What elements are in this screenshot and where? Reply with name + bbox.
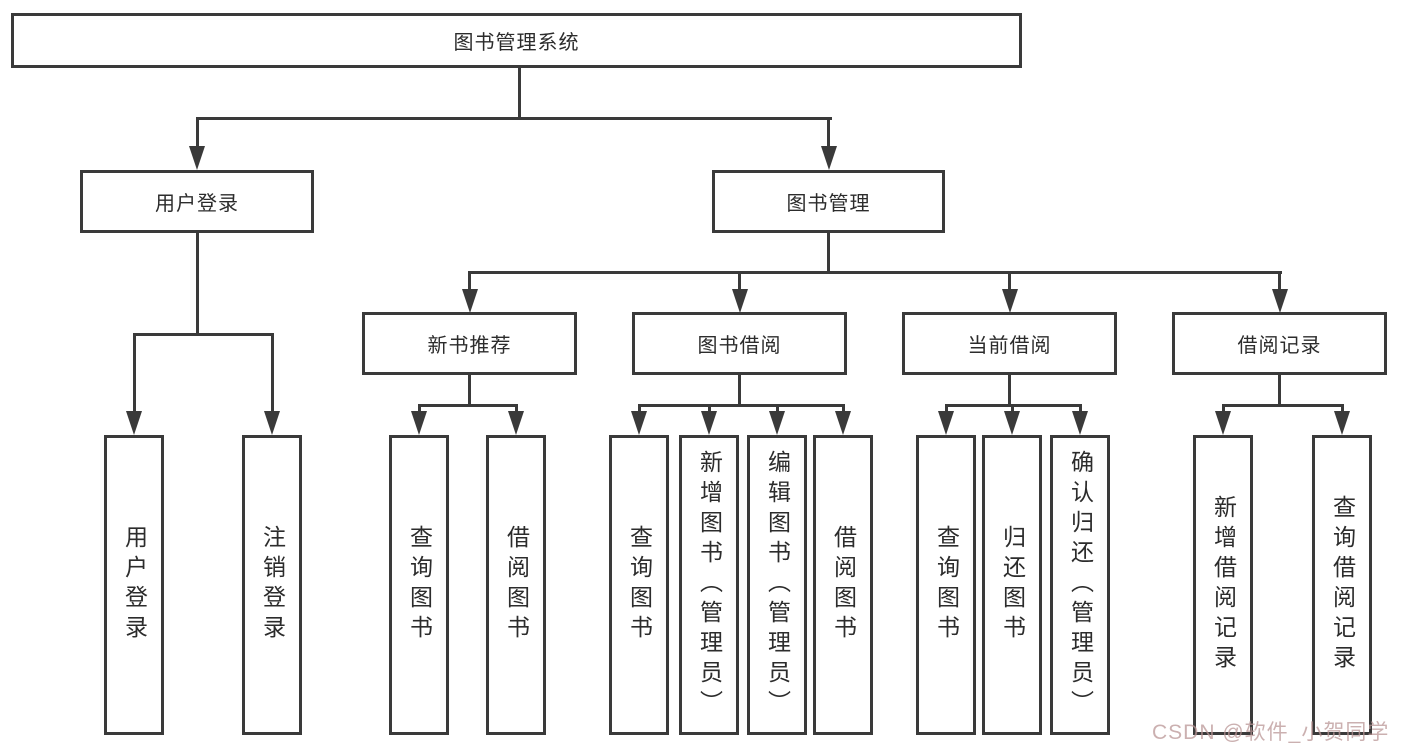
arrowhead-recommend — [462, 289, 478, 313]
leaf-recd-query-record: 查询借阅记录 — [1312, 435, 1372, 735]
connector-drop-leaf-logout — [271, 333, 274, 413]
leaf-bor-query-books: 查询图书 — [609, 435, 669, 735]
arrowhead-leaf-logout — [264, 411, 280, 435]
node-records-label: 借阅记录 — [1237, 335, 1322, 357]
connector-drop-current — [1008, 271, 1011, 293]
connector-drop-book-mgmt — [827, 117, 830, 150]
arrowhead-cur-confirm — [1072, 411, 1088, 435]
node-root-label: 图书管理系统 — [453, 32, 580, 54]
connector-drop-user-login — [196, 117, 199, 150]
connector-records-stem — [1278, 374, 1281, 406]
node-borrow: 图书借阅 — [632, 312, 847, 375]
connector-drop-bor-add — [708, 404, 711, 414]
arrowhead-rec-query — [411, 411, 427, 435]
connector-drop-recd-query — [1341, 404, 1344, 414]
node-user-login: 用户登录 — [80, 170, 314, 233]
arrowhead-rec-borrow — [508, 411, 524, 435]
connector-drop-rec-query — [418, 404, 421, 414]
arrowhead-cur-return — [1004, 411, 1020, 435]
connector-records-bus — [1222, 404, 1344, 407]
connector-root-bus — [196, 117, 832, 120]
connector-recommend-stem — [468, 374, 471, 406]
connector-drop-bor-borrow — [842, 404, 845, 414]
node-user-login-label: 用户登录 — [155, 193, 239, 215]
node-book-mgmt: 图书管理 — [712, 170, 945, 233]
connector-drop-cur-confirm — [1079, 404, 1082, 414]
node-borrow-label: 图书借阅 — [697, 335, 782, 357]
leaf-cur-confirm-return: 确认归还（管理员） — [1050, 435, 1110, 735]
leaf-bor-edit-books: 编辑图书（管理员） — [747, 435, 807, 735]
leaf-cur-return-books: 归还图书 — [982, 435, 1042, 735]
node-records: 借阅记录 — [1172, 312, 1387, 375]
arrowhead-bor-add — [701, 411, 717, 435]
connector-user-bus — [133, 333, 274, 336]
node-current: 当前借阅 — [902, 312, 1117, 375]
connector-borrow-stem — [738, 374, 741, 406]
connector-drop-leaf-login — [133, 333, 136, 413]
leaf-rec-query-books: 查询图书 — [389, 435, 449, 735]
arrowhead-cur-query — [938, 411, 954, 435]
leaf-recd-add-record: 新增借阅记录 — [1193, 435, 1253, 735]
node-recommend-label: 新书推荐 — [427, 335, 512, 357]
connector-drop-bor-edit — [776, 404, 779, 414]
arrowhead-leaf-login — [126, 411, 142, 435]
arrowhead-borrow — [732, 289, 748, 313]
connector-drop-records — [1278, 271, 1281, 293]
arrowhead-bor-edit — [769, 411, 785, 435]
leaf-bor-borrow-books: 借阅图书 — [813, 435, 873, 735]
leaf-user-logout: 注销登录 — [242, 435, 302, 735]
connector-drop-bor-query — [638, 404, 641, 414]
arrowhead-recd-query — [1334, 411, 1350, 435]
connector-mgmt-stem — [827, 232, 830, 273]
arrowhead-user-login — [189, 146, 205, 170]
csdn-watermark: CSDN @软件_小贺同学 — [1152, 721, 1390, 744]
leaf-user-login: 用户登录 — [104, 435, 164, 735]
connector-borrow-bus — [638, 404, 845, 407]
leaf-rec-borrow-books: 借阅图书 — [486, 435, 546, 735]
arrowhead-recd-add — [1215, 411, 1231, 435]
connector-user-stem — [196, 232, 199, 335]
node-root-system: 图书管理系统 — [11, 13, 1022, 68]
connector-recommend-bus — [418, 404, 518, 407]
node-book-mgmt-label: 图书管理 — [786, 193, 871, 215]
leaf-cur-query-books: 查询图书 — [916, 435, 976, 735]
connector-drop-rec-borrow — [515, 404, 518, 414]
connector-current-stem — [1008, 374, 1011, 406]
arrowhead-bor-query — [631, 411, 647, 435]
connector-drop-recd-add — [1222, 404, 1225, 414]
node-recommend: 新书推荐 — [362, 312, 577, 375]
leaf-bor-add-books: 新增图书（管理员） — [679, 435, 739, 735]
connector-root-stem — [518, 68, 521, 118]
node-current-label: 当前借阅 — [967, 335, 1052, 357]
connector-mgmt-bus — [469, 271, 1282, 274]
connector-drop-recommend — [468, 271, 471, 293]
arrowhead-records — [1272, 289, 1288, 313]
connector-drop-cur-query — [945, 404, 948, 414]
arrowhead-current — [1002, 289, 1018, 313]
connector-drop-cur-return — [1011, 404, 1014, 414]
connector-drop-borrow — [738, 271, 741, 293]
arrowhead-book-mgmt — [821, 146, 837, 170]
arrowhead-bor-borrow — [835, 411, 851, 435]
